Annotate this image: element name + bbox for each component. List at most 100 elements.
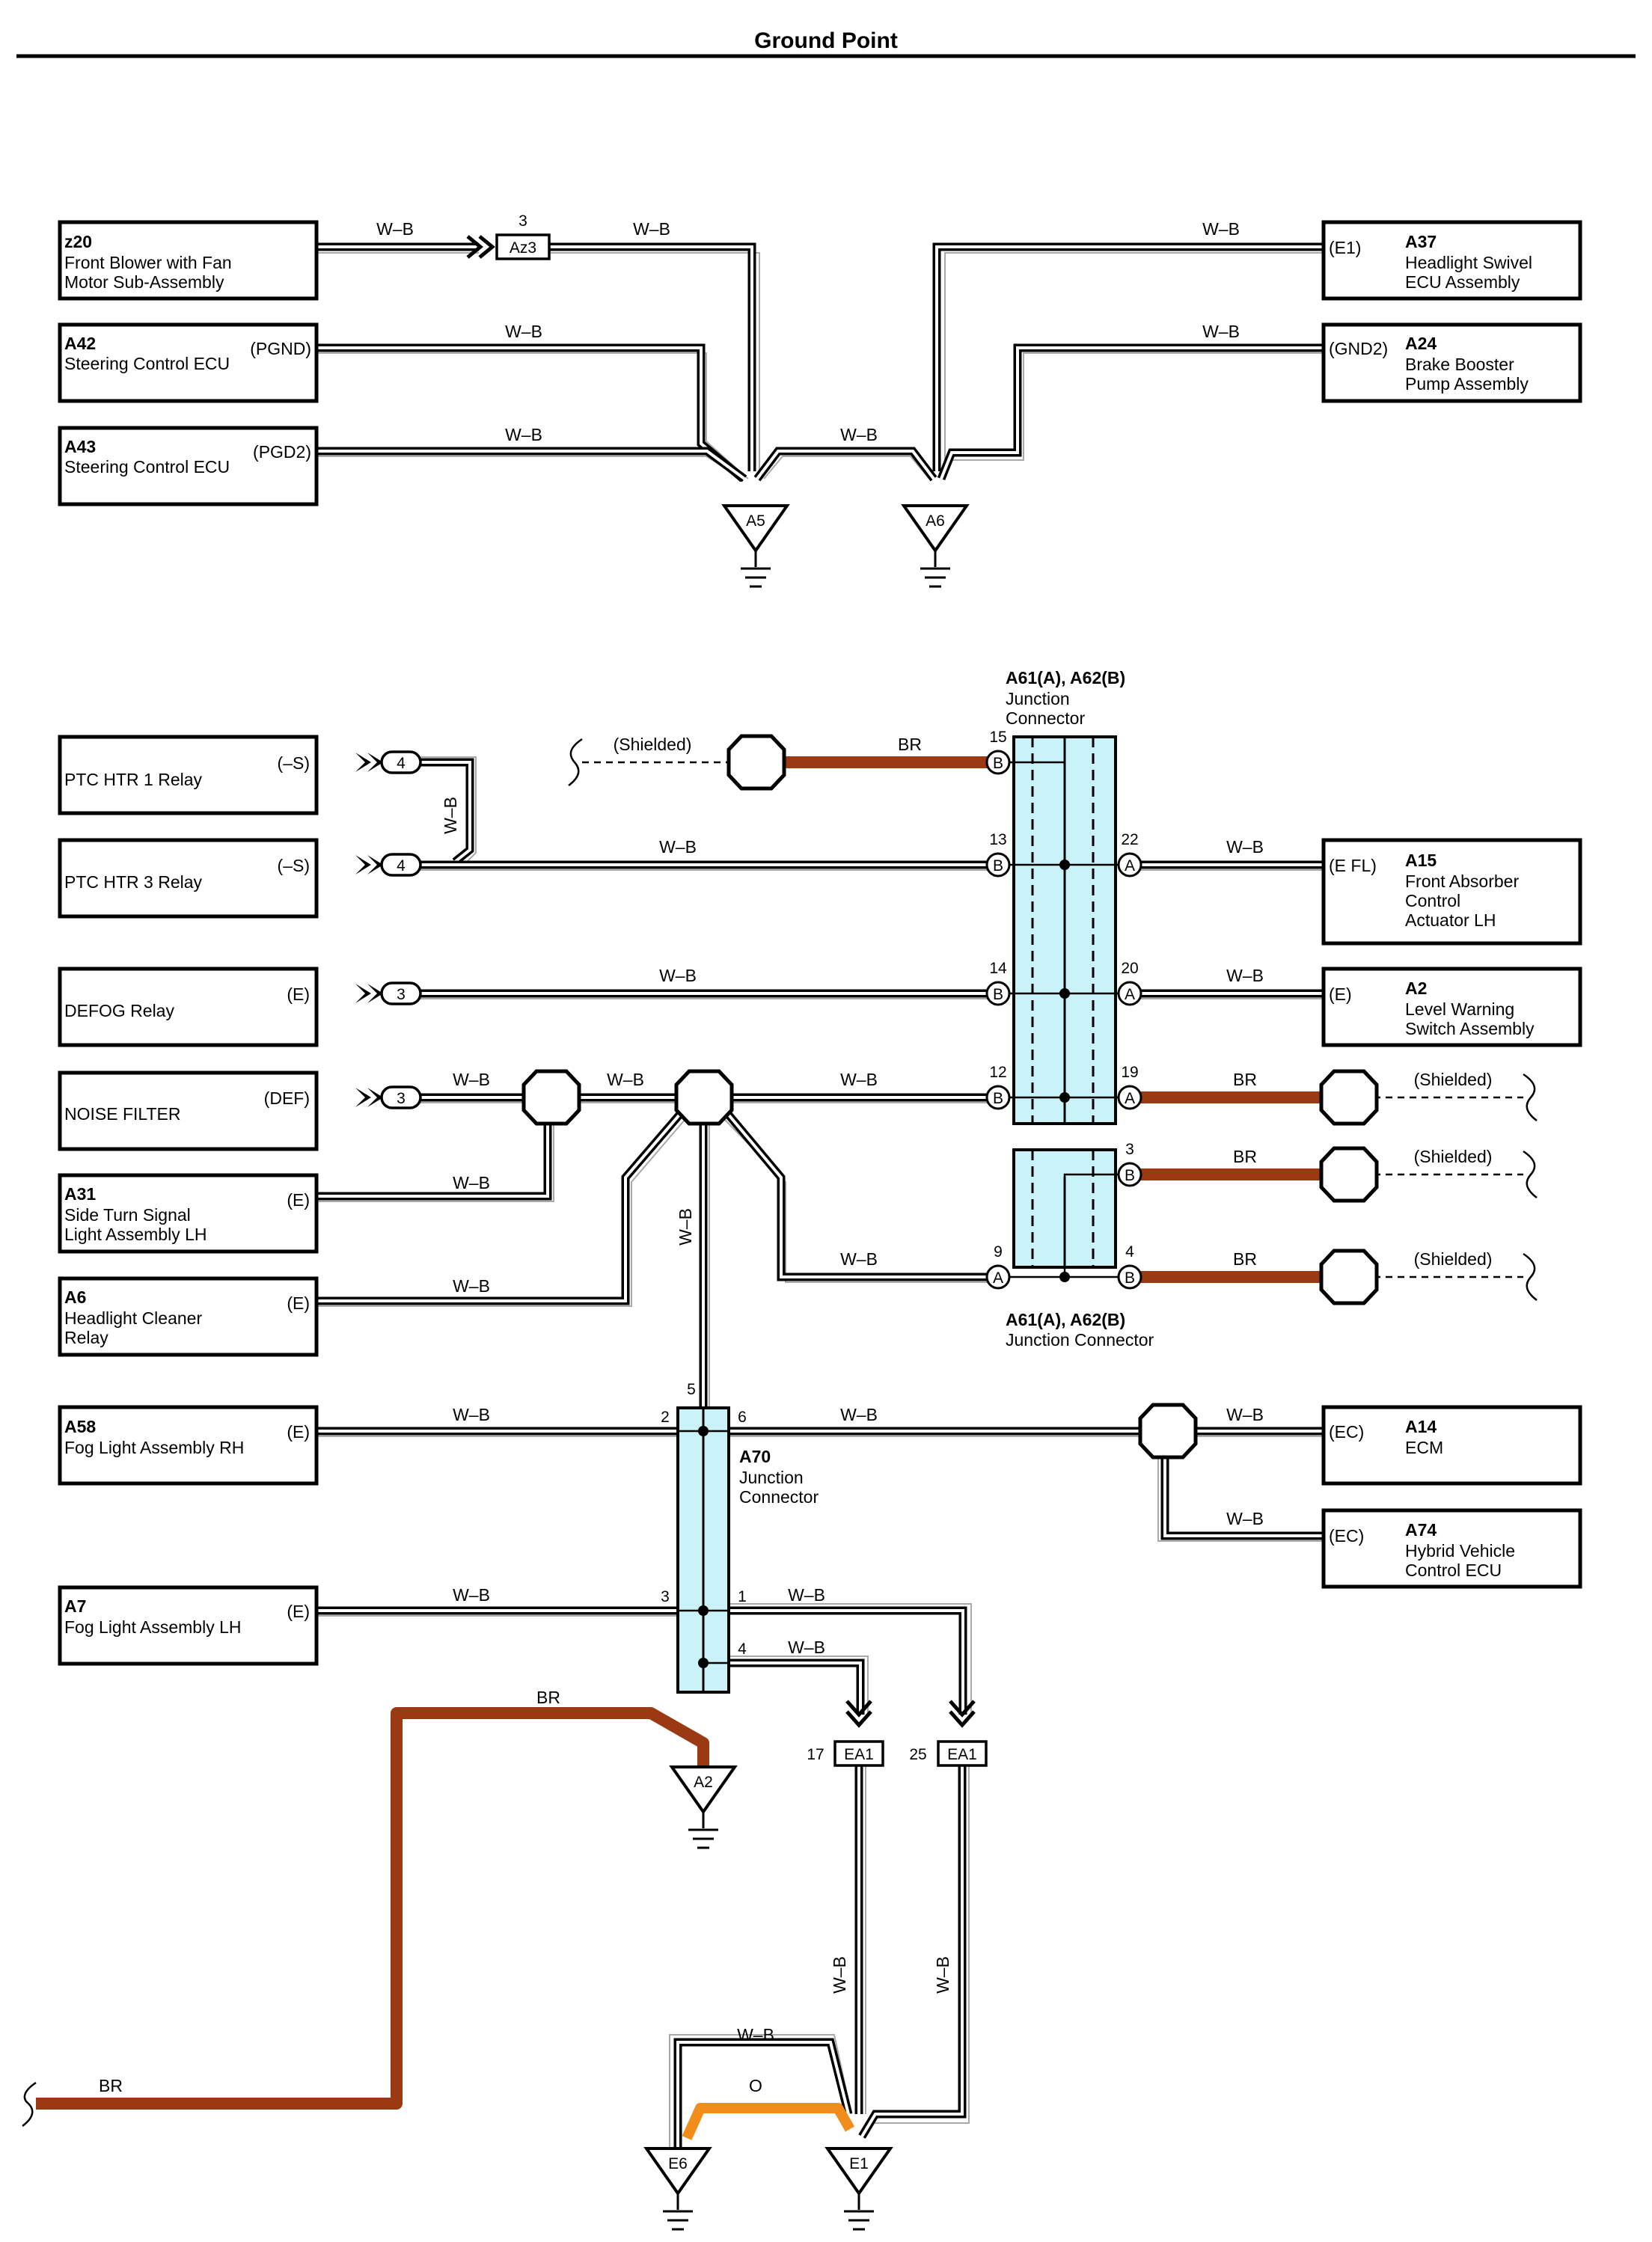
component-ptc-htr1-relay: (–S) PTC HTR 1 Relay	[58, 735, 319, 815]
component-name: Motor Sub-Assembly	[64, 272, 224, 292]
component-name: Fog Light Assembly RH	[64, 1438, 244, 1457]
pin-number: 4	[1125, 1243, 1134, 1261]
wire-label: W–B	[453, 1585, 490, 1605]
wire-label: W–B	[1226, 1405, 1264, 1424]
component-name: Front Blower with Fan	[64, 253, 232, 272]
a61-labels: A61(A), A62(B) Junction Connector A61(A)…	[1006, 668, 1154, 1350]
wire-label: W–B	[840, 1405, 878, 1424]
pin-number: 9	[994, 1243, 1003, 1261]
wire-label: W–B	[830, 1956, 849, 1994]
shield-label: (Shielded)	[1414, 1070, 1493, 1089]
connector-ptc3: 4	[355, 853, 422, 877]
pin-number: 20	[1121, 960, 1138, 977]
component-name: ECM	[1405, 1438, 1443, 1457]
wire-label: W–B	[1202, 219, 1240, 239]
junction-name: Junction	[739, 1468, 804, 1487]
ea1-label: EA1	[947, 1746, 977, 1763]
wire-label: W–B	[659, 837, 697, 857]
shield-label: (Shielded)	[1414, 1249, 1493, 1269]
component-z20: z20 Front Blower with Fan Motor Sub-Asse…	[58, 220, 319, 301]
pin-number: 2	[661, 1409, 670, 1426]
wire-label: O	[749, 2076, 762, 2095]
component-pin: (E1)	[1329, 238, 1361, 257]
component-a58: A58 Fog Light Assembly RH (E)	[58, 1405, 319, 1486]
component-name: PTC HTR 3 Relay	[64, 872, 203, 892]
component-pin: (E)	[1329, 984, 1352, 1004]
pin-number: 3	[661, 1588, 670, 1605]
component-a74: (EC) A74 Hybrid Vehicle Control ECU	[1321, 1508, 1582, 1589]
component-name: Switch Assembly	[1405, 1019, 1535, 1038]
pin-label: 3	[397, 1090, 406, 1107]
ground-a6: A6	[901, 504, 970, 588]
wire-label: W–B	[933, 1956, 952, 1994]
pin-number: 17	[807, 1746, 824, 1763]
wire-label: BR	[99, 2076, 123, 2095]
component-name: Headlight Swivel	[1405, 253, 1532, 272]
component-code: A14	[1405, 1417, 1437, 1436]
pin-letter: B	[993, 755, 1003, 772]
component-a2: (E) A2 Level Warning Switch Assembly	[1321, 967, 1582, 1047]
component-code: A31	[64, 1184, 96, 1204]
top-wire-labels: W–B W–B W–B W–B W–B W–B W–B	[376, 219, 1240, 444]
component-name: NOISE FILTER	[64, 1104, 181, 1124]
connector-ptc1: 4	[355, 750, 422, 774]
wire-label: BR	[536, 1688, 560, 1707]
component-a31: A31 Side Turn Signal Light Assembly LH (…	[58, 1173, 319, 1254]
junction-code: A61(A), A62(B)	[1006, 1310, 1125, 1329]
component-pin: (EC)	[1329, 1526, 1364, 1546]
a61-pin-circles: B B B B A A A A B B	[985, 750, 1142, 1290]
az3-label: Az3	[510, 239, 536, 257]
junction-name: Connector	[1006, 708, 1085, 728]
component-noise-filter: (DEF) NOISE FILTER	[58, 1071, 319, 1151]
component-code: A43	[64, 437, 96, 456]
wire-label: BR	[1233, 1249, 1257, 1269]
component-defog-relay: (E) DEFOG Relay	[58, 967, 319, 1047]
component-code: A42	[64, 334, 96, 353]
wire-label: BR	[1233, 1147, 1257, 1166]
pin-label: 4	[397, 755, 406, 772]
pin-number: 19	[1121, 1064, 1138, 1081]
junction-name: Junction	[1006, 689, 1070, 708]
connector-defog: 3	[355, 981, 422, 1005]
page-title: Ground Point	[754, 28, 898, 53]
junction-a70: 5 2 6 3 1 4 A70 Junction Connector	[661, 1381, 819, 1694]
pin-number: 13	[989, 831, 1006, 848]
junction-a61-top	[998, 735, 1130, 1125]
junction-code: A61(A), A62(B)	[1006, 668, 1125, 687]
pin-label: 4	[397, 857, 406, 875]
wire-label: BR	[898, 735, 922, 754]
pin-number: 12	[989, 1064, 1006, 1081]
component-a6: A6 Headlight Cleaner Relay (E)	[58, 1276, 319, 1357]
wire-label: W–B	[453, 1070, 490, 1089]
ground-e6-label: E6	[668, 2155, 688, 2172]
component-pin: (E)	[287, 1190, 310, 1210]
component-code: z20	[64, 232, 92, 251]
component-pin: (PGD2)	[253, 442, 311, 462]
wire-label: W–B	[453, 1173, 490, 1192]
junction-name: Connector	[739, 1487, 819, 1507]
a61-pin-numbers: 15 13 14 12 9 22 20 19 3 4	[989, 729, 1138, 1261]
component-name: Level Warning	[1405, 999, 1514, 1019]
wire-label: W–B	[607, 1070, 644, 1089]
shield-label: (Shielded)	[614, 735, 692, 754]
component-name: Control ECU	[1405, 1560, 1502, 1580]
junction-code: A70	[739, 1447, 771, 1466]
component-name: Steering Control ECU	[64, 354, 230, 373]
wire-label: W–B	[453, 1276, 490, 1296]
main-wire-labels: BR W–B W–B W–B W–B W–B W–B W–B W–B BR BR…	[99, 735, 1264, 2095]
component-name: Brake Booster	[1405, 355, 1514, 374]
pin-number: 22	[1121, 831, 1138, 848]
component-code: A15	[1405, 851, 1437, 870]
connector-ea1-17: EA1 17	[807, 1700, 884, 1767]
wire-label: W–B	[633, 219, 670, 239]
shield-label: (Shielded)	[1414, 1147, 1493, 1166]
component-pin: (E)	[287, 1422, 310, 1442]
component-code: A58	[64, 1417, 96, 1436]
component-a15: (E FL) A15 Front Absorber Control Actuat…	[1321, 838, 1582, 946]
pin-number: 14	[989, 960, 1007, 977]
component-code: A6	[64, 1287, 86, 1307]
component-a43: A43 Steering Control ECU (PGD2)	[58, 426, 319, 506]
ground-a2-label: A2	[694, 1774, 713, 1791]
component-code: A37	[1405, 232, 1437, 251]
component-ptc-htr3-relay: (–S) PTC HTR 3 Relay	[58, 838, 319, 919]
